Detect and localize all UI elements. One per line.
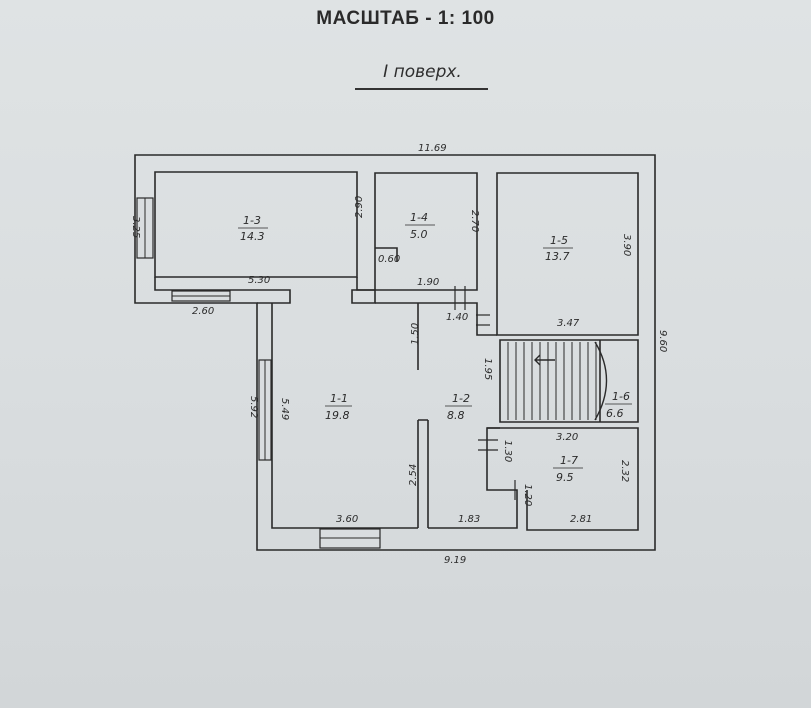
room-1-3-id: 1-3 (243, 214, 261, 227)
outer-wall-outline (134, 154, 656, 551)
dim-right-overall: 9.60 (657, 330, 668, 352)
room-1-2-id: 1-2 (452, 392, 470, 405)
partition-stub-left (356, 277, 375, 291)
stair-enclosure (499, 339, 639, 423)
dim-bottom-overall: 9.19 (444, 555, 466, 566)
room-1-5-area: 13.7 (545, 250, 570, 263)
room-1-6-id: 1-6 (612, 390, 630, 403)
room-1-4-niche (375, 247, 398, 262)
room-1-7-id: 1-7 (560, 454, 578, 467)
dim-r13-right: 2.90 (354, 196, 365, 218)
room-1-6-area: 6.6 (606, 407, 624, 420)
dim-r14-niche: 0.60 (378, 254, 400, 265)
partition-stub-lower (351, 289, 376, 304)
room-1-3-area: 14.3 (240, 230, 265, 243)
room-1-5-outline (496, 172, 639, 336)
dim-r11-bottom: 3.60 (336, 514, 358, 525)
stair-arrow (534, 354, 555, 366)
hall-step-wall (375, 302, 497, 336)
dim-r14-bottom: 1.90 (417, 277, 439, 288)
scale-title: МАСШТАБ - 1: 100 (316, 8, 495, 29)
hall-inner-left-wall (271, 303, 418, 529)
dim-r15-right: 3.90 (621, 234, 632, 256)
dim-r17-left-lower: 1.20 (522, 484, 533, 506)
dim-r11-partition-bottom: 2.54 (408, 464, 419, 486)
room-1-7-outline (487, 427, 639, 531)
dim-r17-right: 2.32 (619, 460, 630, 482)
dim-r15-bottom: 3.47 (557, 318, 580, 329)
room-1-2-area: 8.8 (447, 409, 465, 422)
dim-r13-left: 3.25 (130, 216, 141, 238)
dim-ledge-bottom: 2.60 (192, 306, 214, 317)
dim-r14-right: 2.70 (469, 210, 480, 232)
dim-hall-step: 1.40 (446, 312, 468, 323)
room-1-1-id: 1-1 (330, 392, 348, 405)
room-1-4-area: 5.0 (410, 228, 428, 241)
dim-r17-bottom: 2.81 (570, 514, 592, 525)
dim-hall-left-outer: 5.92 (248, 396, 259, 418)
partition-1-1-1-2 (417, 419, 429, 528)
dim-r12-bottom: 1.83 (458, 514, 480, 525)
dim-r13-bottom: 5.30 (248, 275, 270, 286)
room-1-1-area: 19.8 (325, 409, 350, 422)
floor-title: I поверх. (383, 62, 462, 82)
room-1-4-outline (374, 172, 478, 291)
room-1-4-id: 1-4 (410, 211, 428, 224)
room-1-5-id: 1-5 (550, 234, 568, 247)
staircase (507, 342, 597, 420)
dim-stairs-left: 1.95 (482, 358, 493, 380)
dim-hall-left-inner: 5.49 (279, 398, 290, 420)
dim-r17-left-upper: 1.30 (502, 440, 513, 462)
dim-r17-top: 3.20 (556, 432, 578, 443)
stair-landing-arc (594, 341, 608, 421)
floor-title-underline (355, 88, 488, 90)
room-1-7-area: 9.5 (556, 471, 574, 484)
dim-r11-partition-top: 1.50 (410, 323, 421, 345)
ledge-wall (154, 277, 291, 304)
dim-top-overall: 11.69 (418, 143, 447, 154)
